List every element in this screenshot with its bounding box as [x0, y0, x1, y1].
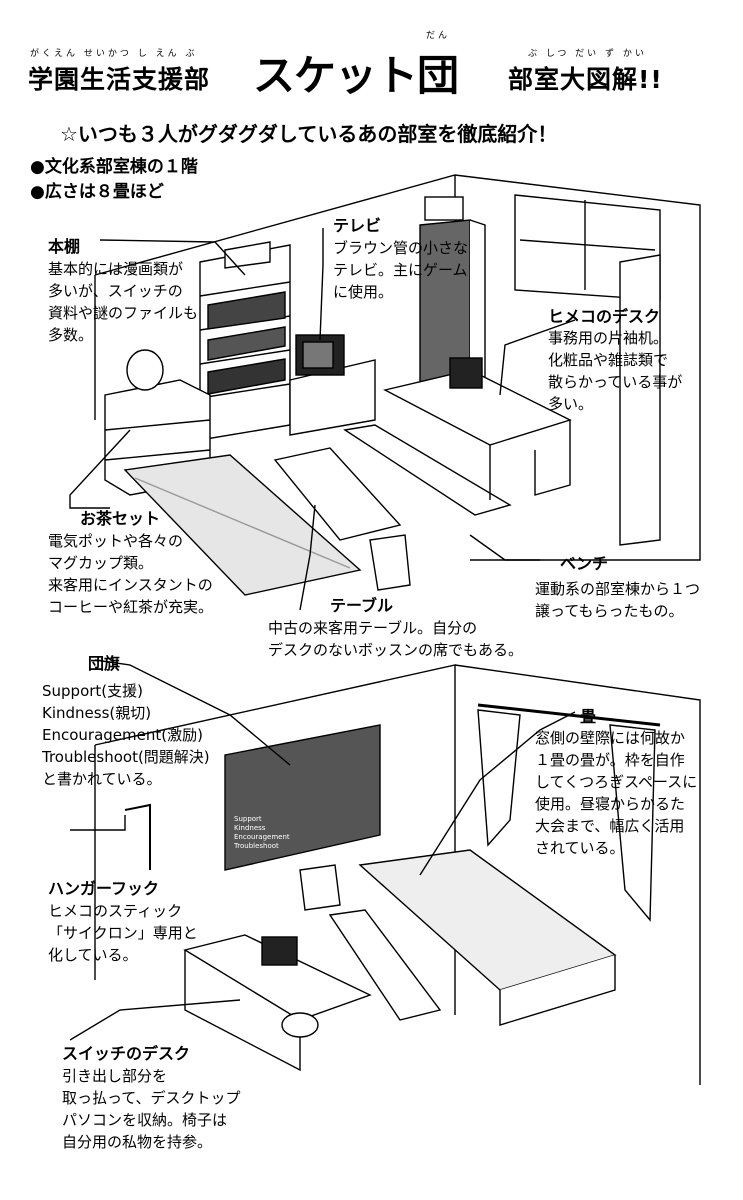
label-terebi-text: ブラウン管の小さな テレビ。主にゲーム に使用。 [333, 239, 469, 301]
label-ocha-title: お茶セット [80, 509, 161, 528]
bullet-floor: ●文化系部室棟の１階 [30, 157, 198, 177]
label-tatami-text: 窓側の壁際には何故か １畳の畳が。枠を自作 してくつろぎスペースに 使用。昼寝か… [535, 729, 698, 857]
bottom-wastebasket [299, 864, 341, 911]
title-right: 部室大図解!! [508, 65, 663, 94]
label-himeko-title: ヒメコのデスク [548, 307, 661, 326]
tv-stand [289, 334, 376, 436]
subtitle: ☆いつも３人がグダグダしているあの部室を徹底紹介！ [60, 122, 558, 146]
top-table [273, 447, 402, 541]
flag-word: Encouragement [234, 833, 290, 841]
switch-desk-art [183, 934, 372, 1072]
flag-word: Kindness [234, 824, 266, 832]
label-hondana-title: 本棚 [48, 237, 81, 256]
label-table-title: テーブル [330, 596, 394, 615]
flag-word: Support [234, 815, 262, 823]
bottom-bench [328, 909, 442, 1021]
label-hondana-text: 基本的には漫画類が 多いが、スイッチの 資料や謎のファイルも 多数。 [48, 260, 199, 344]
top-room-back-wall [94, 174, 701, 561]
title-furigana-right: ぶ しつ だい ず かい [528, 49, 647, 59]
label-bench-title: ベンチ [560, 554, 609, 573]
label-bench-text: 運動系の部室棟から１つ 譲ってもらったもの。 [535, 580, 701, 620]
top-pillar [619, 254, 661, 546]
label-danki-title: 団旗 [88, 654, 121, 673]
title-left: 学園生活支援部 [28, 65, 211, 94]
label-tatami-title: 畳 [580, 707, 597, 726]
hanger-hook [124, 803, 151, 870]
top-bench [343, 424, 512, 516]
title-furigana-big: だん [426, 31, 451, 41]
flag [224, 724, 381, 871]
label-table-text: 中古の来客用テーブル。自分の デスクのないボッスンの席でもある。 [268, 619, 524, 659]
bottom-curtain-left [477, 709, 521, 847]
label-hanger-title: ハンガーフック [48, 879, 160, 898]
label-ocha-text: 電気ポットや各々の マグカップ類。 来客用にインスタントの コーヒーや紅茶が充実… [48, 532, 214, 616]
label-hanger-text: ヒメコのスティック 「サイクロン」専用と 化している。 [48, 902, 198, 964]
label-danki-text: Support(支援) Kindness(親切) Encouragement(激… [42, 682, 210, 788]
switch-chair [281, 1012, 319, 1038]
title-furigana-left: がくえん せいかつ し えん ぶ [30, 49, 198, 59]
page-title: がくえん せいかつ し えん ぶ 学園生活支援部 だん スケット団 ぶ しつ だ… [28, 31, 728, 100]
bullet-size: ●広さは８畳ほど [30, 182, 164, 202]
label-switch-text: 引き出し部分を 取っ払って、デスクトップ パソコンを収納。椅子は 自分用の私物を… [62, 1067, 241, 1151]
label-himeko-text: 事務用の片袖机。 化粧品や雑誌類で 散らかっている事が 多い。 [548, 329, 683, 413]
himeko-desk-art [383, 357, 572, 500]
flag-word: Troubleshoot [234, 842, 279, 850]
flag-lettering: Support Kindness Encouragement Troublesh… [234, 815, 290, 851]
bottom-curtain-right [609, 724, 656, 922]
bookshelf [199, 241, 291, 441]
top-tatami [123, 454, 362, 596]
title-main: スケット団 [253, 51, 459, 100]
top-wastebasket [369, 534, 411, 591]
label-switch-title: スイッチのデスク [62, 1044, 191, 1063]
label-terebi-title: テレビ [333, 216, 382, 235]
